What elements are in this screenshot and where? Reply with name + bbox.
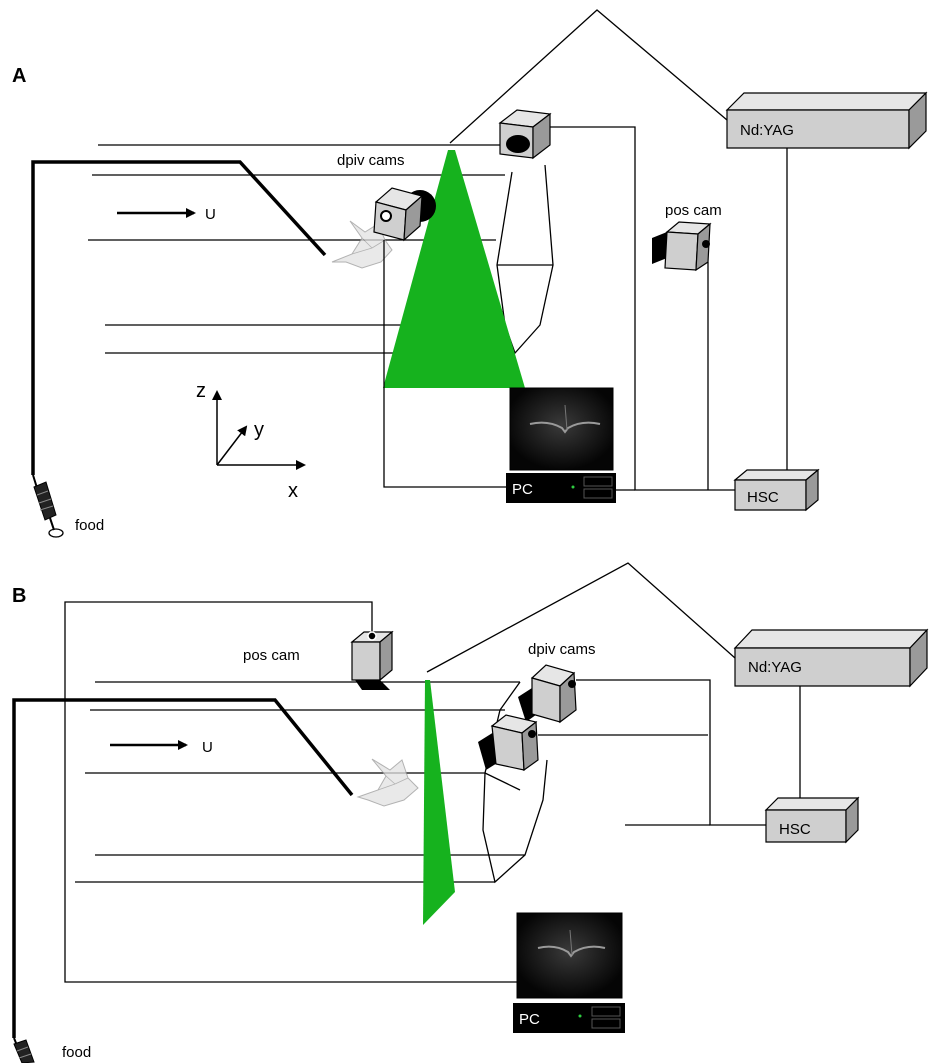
axes bbox=[212, 390, 306, 470]
laser-label: Nd:YAG bbox=[748, 659, 802, 676]
axis-x-label: x bbox=[288, 480, 298, 502]
dpiv-cams-label: dpiv cams bbox=[337, 152, 405, 169]
wiring bbox=[538, 679, 801, 826]
pos-cam-wiring bbox=[64, 601, 520, 983]
panel-a: A food bbox=[12, 9, 928, 538]
laser-unit bbox=[733, 628, 929, 688]
wiring bbox=[383, 126, 788, 491]
dpiv-camera-top bbox=[518, 664, 577, 724]
food-label: food bbox=[75, 517, 104, 534]
pos-cam-label: pos cam bbox=[665, 202, 722, 219]
hsc-unit bbox=[733, 468, 820, 512]
pc-label: PC bbox=[512, 481, 533, 498]
flow-label: U bbox=[205, 206, 216, 223]
bat-icon bbox=[356, 758, 419, 807]
axis-y-label: y bbox=[254, 419, 264, 441]
hsc-label: HSC bbox=[779, 821, 811, 838]
dpiv-camera-front bbox=[373, 187, 436, 242]
pc-label: PC bbox=[519, 1011, 540, 1028]
dpiv-camera-bottom bbox=[478, 714, 539, 772]
roof-line bbox=[449, 9, 728, 144]
food-label: food bbox=[62, 1044, 91, 1061]
hsc-unit bbox=[764, 796, 860, 844]
test-section-outline bbox=[496, 164, 554, 355]
pc-unit bbox=[513, 1003, 625, 1033]
pc-monitor bbox=[509, 387, 614, 471]
laser-label: Nd:YAG bbox=[740, 122, 794, 139]
panel-b-label: B bbox=[12, 585, 26, 607]
hsc-label: HSC bbox=[747, 489, 779, 506]
panel-b: B food U bbox=[12, 562, 929, 1063]
feeder-tube bbox=[12, 698, 354, 1038]
feeder-tube bbox=[31, 160, 327, 475]
pos-cam-label: pos cam bbox=[243, 647, 300, 664]
syringe-icon bbox=[32, 474, 64, 538]
laser-sheet bbox=[423, 680, 455, 925]
laser-unit bbox=[725, 91, 928, 150]
dpiv-camera-top bbox=[498, 109, 552, 160]
flow-label: U bbox=[202, 739, 213, 756]
pos-camera bbox=[652, 221, 712, 272]
laser-sheet bbox=[383, 150, 525, 388]
wind-tunnel-lines bbox=[75, 681, 525, 883]
pc-monitor bbox=[516, 912, 623, 999]
syringe-icon bbox=[13, 1037, 35, 1063]
panel-a-label: A bbox=[12, 65, 26, 87]
pc-unit bbox=[506, 473, 616, 503]
axis-z-label: z bbox=[196, 380, 206, 402]
pos-camera bbox=[350, 630, 394, 690]
test-section-outline bbox=[482, 681, 548, 884]
dpiv-cams-label: dpiv cams bbox=[528, 641, 596, 658]
roof-line bbox=[426, 562, 736, 673]
